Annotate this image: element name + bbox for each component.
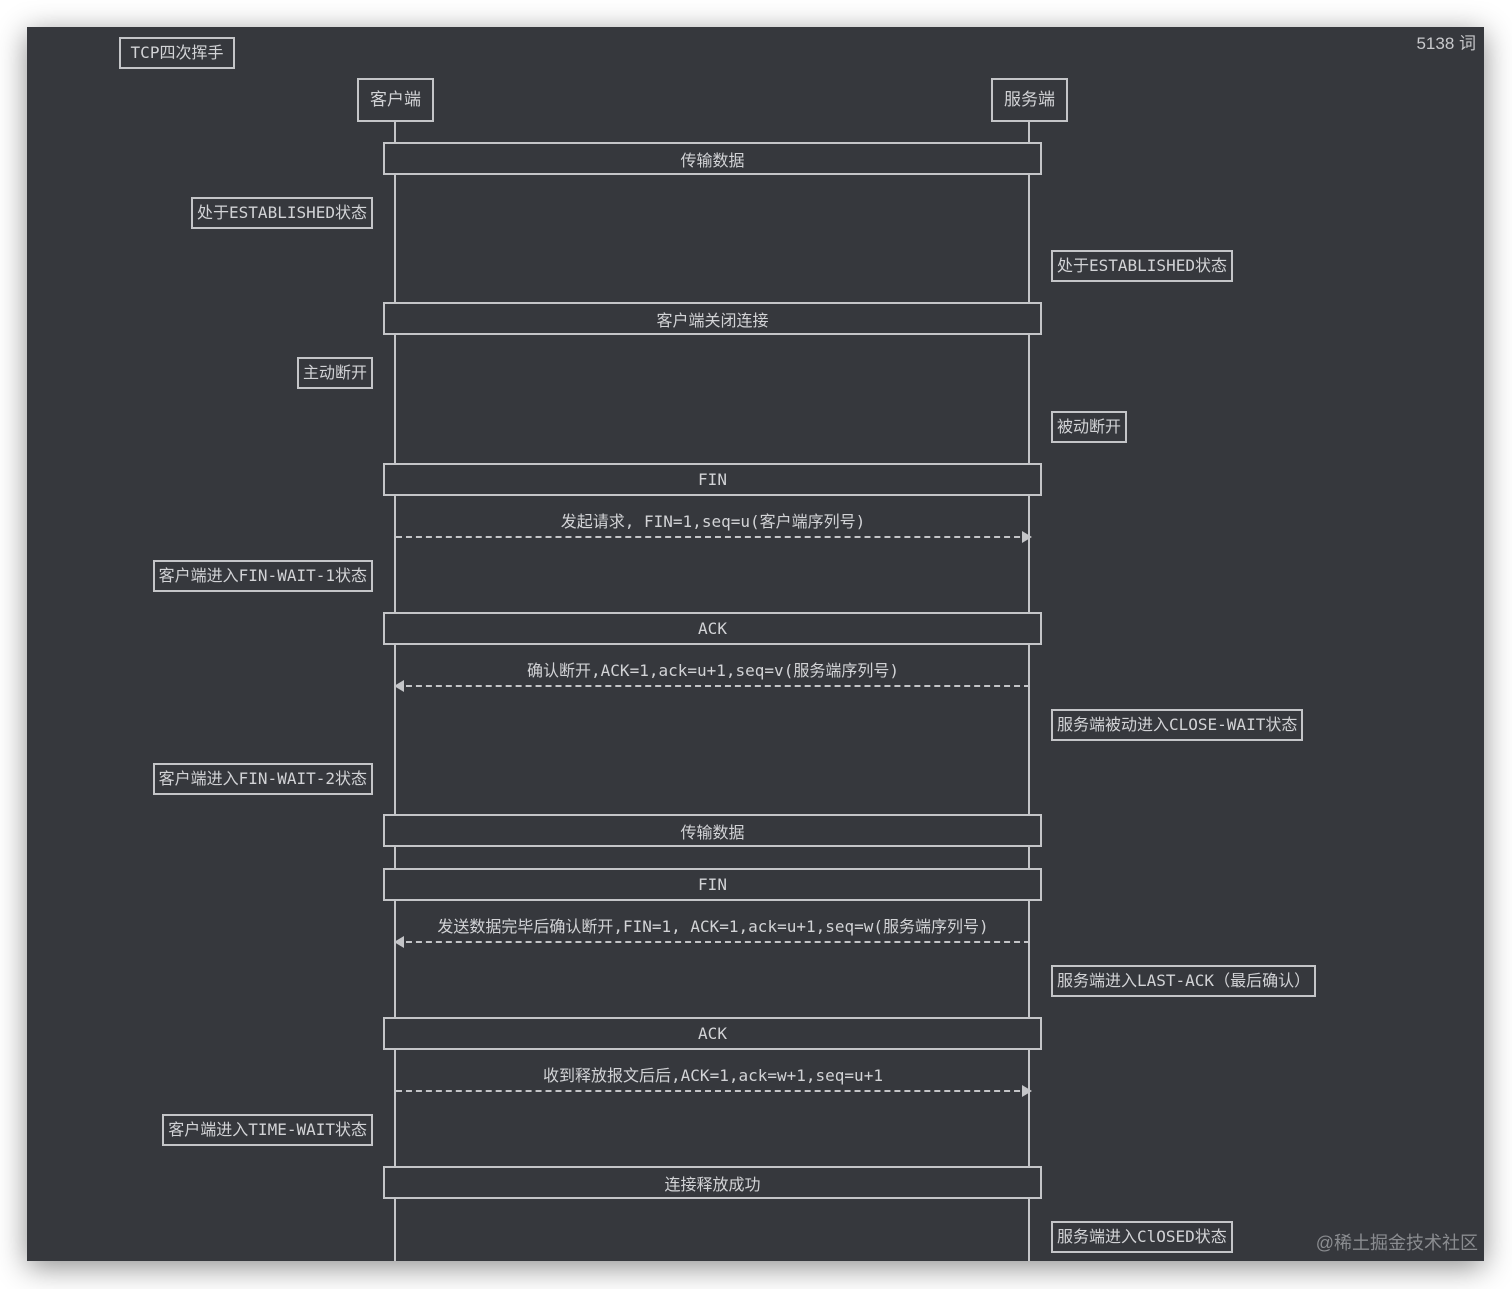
word-count: 5138 词 <box>1416 34 1476 53</box>
server-note-established: 处于ESTABLISHED状态 <box>1051 250 1233 282</box>
bar-transfer-data-2: 传输数据 <box>383 814 1042 847</box>
bar-fin-2: FIN <box>383 868 1042 901</box>
server-lifeline <box>1028 121 1030 1261</box>
arrow-right-icon <box>1022 1085 1032 1097</box>
message-fin-ack-server: 发送数据完毕后确认断开,FIN=1, ACK=1,ack=u+1,seq=w(服… <box>394 913 1030 948</box>
message-label: 发送数据完毕后确认断开,FIN=1, ACK=1,ack=u+1,seq=w(服… <box>437 917 989 936</box>
client-note-fin-wait-1: 客户端进入FIN-WAIT-1状态 <box>152 560 373 592</box>
bar-client-close: 客户端关闭连接 <box>383 302 1042 335</box>
watermark: @稀土掘金技术社区 <box>1315 1233 1478 1253</box>
message-ack-confirm: 确认断开,ACK=1,ack=u+1,seq=v(服务端序列号) <box>394 657 1030 692</box>
bar-ack: ACK <box>383 612 1042 645</box>
message-label: 发起请求, FIN=1,seq=u(客户端序列号) <box>560 512 866 531</box>
message-label: 收到释放报文后后,ACK=1,ack=w+1,seq=u+1 <box>543 1066 883 1085</box>
bar-fin: FIN <box>383 463 1042 496</box>
client-note-active-close: 主动断开 <box>296 357 373 389</box>
message-final-ack: 收到释放报文后后,ACK=1,ack=w+1,seq=u+1 <box>396 1062 1032 1097</box>
message-label: 确认断开,ACK=1,ack=u+1,seq=v(服务端序列号) <box>527 661 899 680</box>
diagram-title: TCP四次挥手 <box>119 37 235 69</box>
diagram-canvas: 5138 词 TCP四次挥手 客户端 服务端 传输数据 客户端关闭连接 FIN … <box>27 27 1484 1261</box>
message-fin-request: 发起请求, FIN=1,seq=u(客户端序列号) <box>396 508 1032 543</box>
dashed-arrow-line <box>396 941 1030 943</box>
dashed-arrow-line <box>396 685 1030 687</box>
arrow-right-icon <box>1022 531 1032 543</box>
bar-transfer-data: 传输数据 <box>383 142 1042 175</box>
arrow-left-icon <box>394 936 404 948</box>
bar-ack-2: ACK <box>383 1017 1042 1050</box>
dashed-arrow-line <box>396 536 1030 538</box>
participant-client: 客户端 <box>357 78 434 122</box>
server-note-close-wait: 服务端被动进入CLOSE-WAIT状态 <box>1051 709 1304 741</box>
server-note-last-ack: 服务端进入LAST-ACK（最后确认） <box>1051 965 1317 997</box>
participant-server: 服务端 <box>991 78 1068 122</box>
dashed-arrow-line <box>396 1090 1030 1092</box>
client-note-established: 处于ESTABLISHED状态 <box>191 197 373 229</box>
server-note-passive-close: 被动断开 <box>1051 411 1128 443</box>
arrow-left-icon <box>394 680 404 692</box>
client-note-time-wait: 客户端进入TIME-WAIT状态 <box>162 1114 373 1146</box>
bar-connection-released: 连接释放成功 <box>383 1166 1042 1199</box>
client-note-fin-wait-2: 客户端进入FIN-WAIT-2状态 <box>152 763 373 795</box>
server-note-closed: 服务端进入ClOSED状态 <box>1051 1221 1233 1253</box>
